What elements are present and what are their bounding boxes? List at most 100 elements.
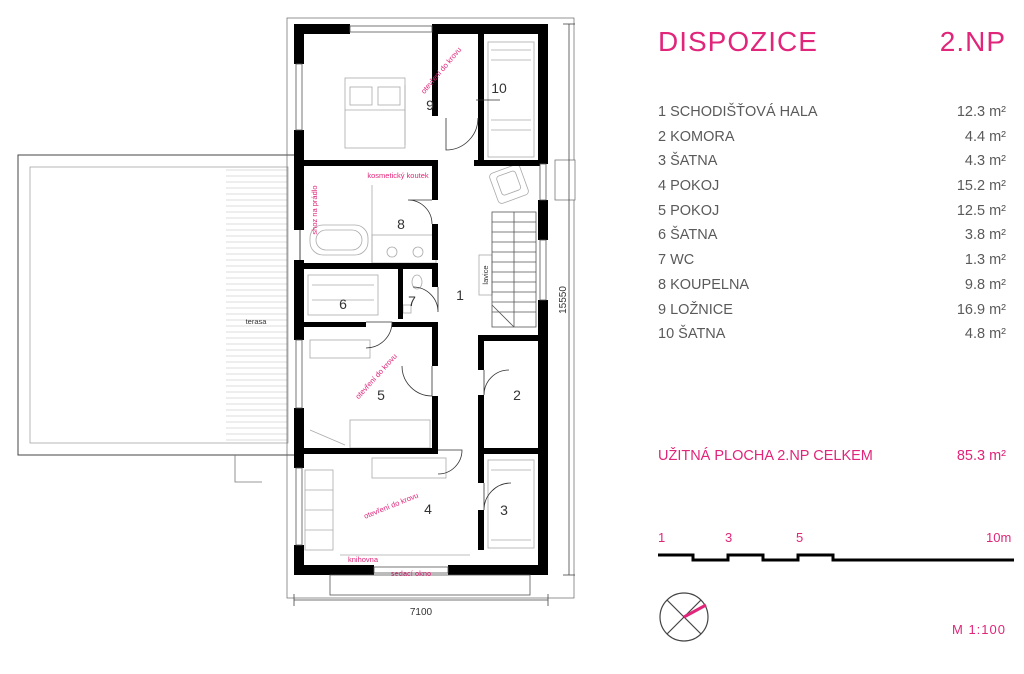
room-no: 4 <box>658 178 667 195</box>
washbasin-counter <box>371 234 437 264</box>
room-name: ŠATNA <box>670 227 718 244</box>
scale-bar <box>658 553 1014 562</box>
roof-eave-outline <box>286 17 575 599</box>
room-name: ŠATNA <box>670 153 718 170</box>
room-name: SCHODIŠŤOVÁ HALA <box>670 104 818 120</box>
room-area: 12.5 m² <box>956 202 1006 219</box>
bench-label: lavice <box>481 265 490 284</box>
page-title: DISPOZICE <box>658 26 818 57</box>
scale-label: 1 <box>658 530 666 545</box>
room-list: 1 SCHODIŠŤOVÁ HALA 12.3 m² 2 KOMORA 4.4 m²… <box>658 100 1006 347</box>
room-name: LOŽNICE <box>670 301 733 318</box>
room-row: 4 POKOJ 15.2 m² <box>658 174 1006 199</box>
scale-label: 10m <box>986 530 1012 545</box>
toilet <box>411 274 423 290</box>
doors <box>365 99 512 511</box>
terrace <box>17 154 301 483</box>
bed-room-5 <box>349 419 431 449</box>
room-area: 4.3 m² <box>964 153 1006 170</box>
dimension-depth: 15550 <box>558 286 569 314</box>
room-number-1: 1 <box>456 287 464 303</box>
room-row: 3 ŠATNA 4.3 m² <box>658 149 1006 174</box>
room-row: 8 KOUPELNA 9.8 m² <box>658 273 1006 298</box>
laundry-chute-label: shoz na prádlo <box>310 185 319 234</box>
wardrobe-room-3 <box>487 459 535 549</box>
room-no: 6 <box>658 227 667 244</box>
dimension-lines <box>293 23 575 606</box>
room-area: 9.8 m² <box>964 276 1006 293</box>
room-number-5: 5 <box>377 387 385 403</box>
room-number-4: 4 <box>424 501 432 517</box>
staircase <box>491 211 537 328</box>
room-row: 9 LOŽNICE 16.9 m² <box>658 298 1006 323</box>
total-label: UŽITNÁ PLOCHA 2.NP CELKEM <box>658 448 873 464</box>
windows <box>295 25 547 596</box>
room-number-7: 7 <box>408 293 416 309</box>
room-number-8: 8 <box>397 216 405 232</box>
cosmetic-corner-label: kosmetický koutek <box>367 171 429 180</box>
scale-label: 3 <box>725 530 733 545</box>
legend-panel: DISPOZICE 2.NP 1 SCHODIŠŤOVÁ HALA 12.3 m²… <box>640 0 1024 674</box>
room-number-9: 9 <box>426 97 434 113</box>
wardrobe-room-10 <box>487 41 535 158</box>
roof-opening-label-4: otevření do krovu <box>363 491 420 521</box>
room-name: POKOJ <box>670 178 720 195</box>
washbasin-2 <box>412 246 424 258</box>
room-fixtures <box>304 41 535 556</box>
room-number-3: 3 <box>500 502 508 518</box>
room-number-10: 10 <box>491 80 507 96</box>
room-no: 1 <box>658 104 667 120</box>
scale-label: 5 <box>796 530 804 545</box>
room-no: 2 <box>658 128 667 145</box>
room-no: 5 <box>658 202 667 219</box>
walls <box>294 24 548 575</box>
total-area-row: UŽITNÁ PLOCHA 2.NP CELKEM 85.3 m² <box>658 448 1006 464</box>
room-no: 7 <box>658 252 667 269</box>
roof-opening-label-9: otevření do krovu <box>419 45 463 95</box>
room-number-6: 6 <box>339 296 347 312</box>
chimney <box>554 159 576 201</box>
bathtub <box>309 224 369 256</box>
room-no: 9 <box>658 301 667 318</box>
room-row: 2 KOMORA 4.4 m² <box>658 125 1006 150</box>
room-name: ŠATNA <box>678 326 726 343</box>
room-no: 10 <box>658 326 675 343</box>
room-name: POKOJ <box>670 202 720 219</box>
room-number-2: 2 <box>513 387 521 403</box>
room-area: 3.8 m² <box>964 227 1006 244</box>
dimension-width: 7100 <box>410 607 433 618</box>
room-row: 10 ŠATNA 4.8 m² <box>658 322 1006 347</box>
room-no: 8 <box>658 276 667 293</box>
room-area: 1.3 m² <box>964 252 1006 269</box>
floor-title: 2.NP <box>939 26 1006 57</box>
bed-room-9 <box>344 77 406 149</box>
library-label: knihovna <box>348 555 379 564</box>
washbasin-1 <box>386 246 398 258</box>
room-area: 4.4 m² <box>964 128 1006 145</box>
armchair <box>489 164 529 204</box>
room-area: 15.2 m² <box>956 178 1006 195</box>
room-row: 6 ŠATNA 3.8 m² <box>658 223 1006 248</box>
room-name: KOMORA <box>670 128 735 145</box>
north-arrow-icon <box>659 592 709 642</box>
total-area: 85.3 m² <box>956 448 1006 464</box>
room-numbers: 1 2 3 4 5 6 7 8 9 10 <box>339 80 521 518</box>
scale-bar-labels: 1 3 5 10m <box>640 530 1024 550</box>
room-name: WC <box>670 252 695 269</box>
wardrobe-room-6 <box>307 274 379 316</box>
desk-room-5 <box>309 339 371 359</box>
scale-ratio: M 1:100 <box>952 622 1006 637</box>
room-area: 4.8 m² <box>964 326 1006 343</box>
window-seat-label: sedací okno <box>391 569 431 578</box>
room-no: 3 <box>658 153 667 170</box>
terrace-label: terasa <box>246 317 268 326</box>
room-row: 5 POKOJ 12.5 m² <box>658 199 1006 224</box>
room-name: KOUPELNA <box>670 276 750 293</box>
terrace-decking <box>226 169 288 441</box>
room-area: 16.9 m² <box>956 301 1006 318</box>
room-area: 12.3 m² <box>956 104 1006 120</box>
room-row: 7 WC 1.3 m² <box>658 248 1006 273</box>
desk-room-4 <box>371 457 447 479</box>
room-row: 1 SCHODIŠŤOVÁ HALA 12.3 m² <box>658 100 1006 125</box>
